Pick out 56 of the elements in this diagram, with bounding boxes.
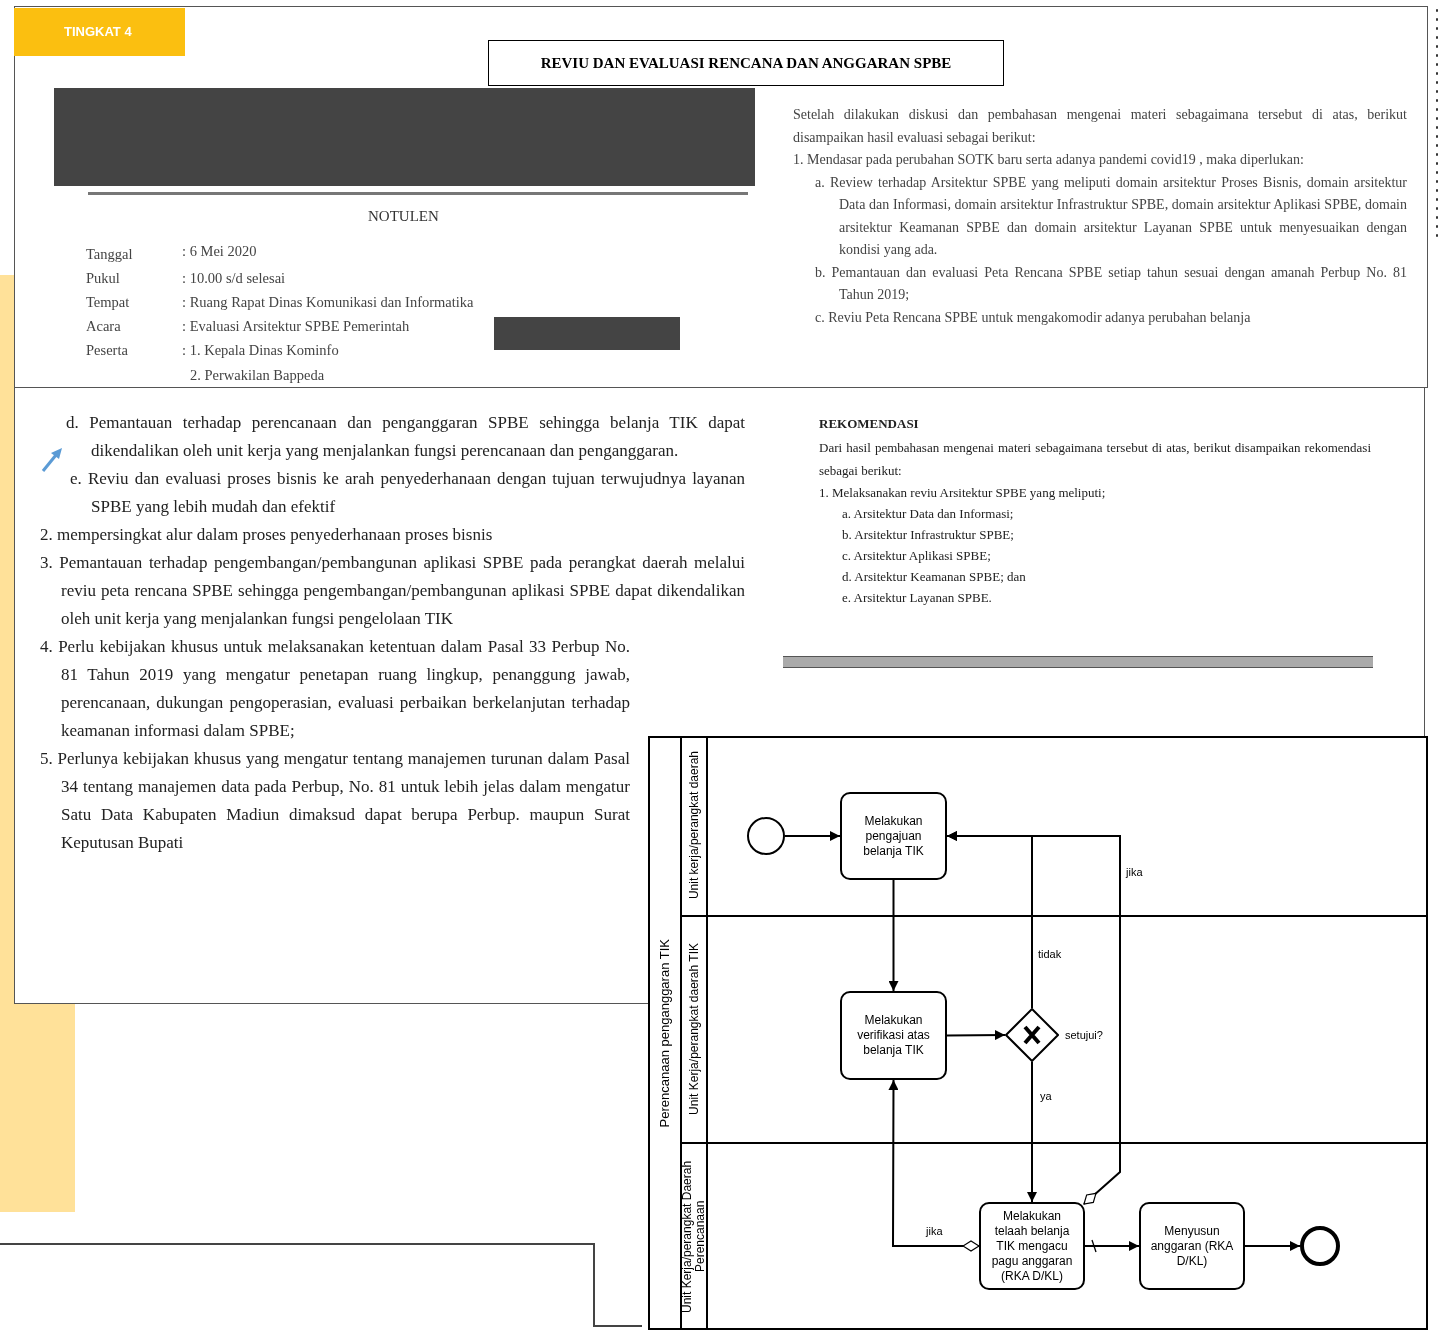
edge-label: tidak: [1037, 948, 1063, 961]
document-text: Tanggal: [86, 245, 133, 264]
document-text: : 6 Mei 2020: [182, 242, 257, 261]
list-item: 4. Perlu kebijakan khusus untuk melaksanakan ketentuan dalam Pasal 33 Perbup No. 81 Tahun 2019 yang mengatur penetapan ruang lingkup, penanggung jawab, perencanaan, dukungan pengoperasian, evaluasi perbaikan berkelanjutan terhadap keamanan informasi dalam SPBE;: [40, 636, 630, 742]
document-text: : 10.00 s/d selesai: [182, 269, 286, 288]
lane-label: Unit kerja/perangkat daerah: [687, 751, 701, 900]
flow-arrow: [888, 879, 899, 992]
pool: [648, 736, 1428, 1330]
flow-arrow: [1084, 1239, 1140, 1253]
list-item: b. Pemantauan dan evaluasi Peta Rencana SPBE setiap tahun sesuai dengan amanah Perbup No. 81 Tahun 2019;: [815, 263, 1407, 304]
flow-arrow: [946, 831, 1121, 1205]
swimlane: [680, 1142, 1428, 1330]
task-box: Melakukan pengajuan belanja TIK: [840, 792, 947, 880]
task-box: Melakukan telaah belanja TIK mengacu pagu anggaran (RKA D/KL): [979, 1202, 1085, 1290]
lane-label: Unit Kerja/perangkat Daerah Perencanaan: [681, 1158, 707, 1315]
document-text: : 1. Kepala Dinas Kominfo: [182, 341, 339, 360]
paragraph: Dari hasil pembahasan mengenai materi sebagaimana tersebut di atas, berikut disampaikan rekomendasi sebagai berikut:: [819, 439, 1371, 480]
edge-label: jika: [925, 1225, 944, 1238]
document-text: Tempat: [86, 293, 130, 312]
list-item: e. Reviu dan evaluasi proses bisnis ke arah penyederhanaan dengan tujuan terwujudnya layanan SPBE yang lebih mudah dan efektif: [70, 468, 745, 518]
section-heading: REKOMENDASI: [819, 415, 920, 433]
condition-label: setujui?: [1065, 1028, 1103, 1043]
list-item: a. Review terhadap Arsitektur SPBE yang meliputi domain arsitektur Proses Bisnis, domain arsitektur Data dan Informasi, domain arsitektur Infrastruktur SPBE, domain arsitektur Aplikasi SPBE, domain arsitektur Keamanan SPBE dan domain arsitektur Layanan SPBE untuk menyesuaikan dengan kondisi yang ada.: [815, 173, 1407, 259]
flow-arrow: [888, 1079, 980, 1252]
document-title: REVIU DAN EVALUASI RENCANA DAN ANGGARAN SPBE: [488, 40, 1004, 86]
document-text: : Evaluasi Arsitektur SPBE Pemerintah: [182, 317, 410, 336]
document-text: : Ruang Rapat Dinas Komunikasi dan Informatika: [182, 293, 474, 312]
task-box: Menyusun anggaran (RKA D/KL): [1139, 1202, 1245, 1290]
list-item: b. Arsitektur Infrastruktur SPBE;: [842, 526, 1015, 544]
document-heading: NOTULEN: [368, 207, 439, 226]
lane-label: Unit Kerja/perangkat daerah TIK: [687, 942, 701, 1115]
flow-arrow: [784, 831, 841, 841]
document-text: Peserta: [86, 341, 128, 360]
paragraph: Setelah dilakukan diskusi dan pembahasan mengenai materi sebagaimana tersebut di atas, berikut disampaikan hasil evaluasi sebagai berikut:: [793, 106, 1407, 147]
list-item: d. Arsitektur Keamanan SPBE; dan: [842, 568, 1027, 586]
flow-arrow: [1244, 1241, 1301, 1251]
list-item: 5. Perlunya kebijakan khusus yang mengatur tentang manajemen turunan dalam Pasal 34 tentang manajemen data pada Perbup, No. 81 untuk lebih jelas dalam mengatur Satu Data Kabupaten Madiun dimaksud dapat berupa Perbup. maupun Surat Keputusan Bupati: [40, 748, 630, 854]
swimlane: [680, 915, 1428, 1142]
list-item: a. Arsitektur Data dan Informasi;: [842, 505, 1015, 523]
document-text: Pukul: [86, 269, 120, 288]
document-text: Acara: [86, 317, 121, 336]
list-item: 2. mempersingkat alur dalam proses penyederhanaan proses bisnis: [40, 524, 494, 546]
task-box: Melakukan verifikasi atas belanja TIK: [840, 991, 947, 1080]
list-item: c. Reviu Peta Rencana SPBE untuk mengakomodir adanya perubahan belanja: [815, 308, 1252, 327]
list-item: e. Arsitektur Layanan SPBE.: [842, 589, 993, 607]
level-tag: TINGKAT 4: [14, 8, 185, 56]
pool-label: Perencanaan penganggaran TIK: [656, 938, 672, 1128]
flow-arrow: [1027, 1061, 1037, 1203]
list-item: 1. Melaksanakan reviu Arsitektur SPBE yang meliputi;: [819, 484, 1107, 502]
list-item: 1. Mendasar pada perubahan SOTK baru serta adanya pandemi covid19 , maka diperlukan:: [793, 151, 1305, 169]
list-item: 3. Pemantauan terhadap pengembangan/pembangunan aplikasi SPBE pada perangkat daerah melalui reviu peta rencana SPBE sehingga pengembangan/pembangunan aplikasi SPBE dapat dikendalikan oleh unit kerja yang menjalankan fungsi pengelolaan TIK: [40, 552, 745, 630]
list-item: d. Pemantauan terhadap perencanaan dan penganggaran SPBE sehingga belanja TIK dapat dikendalikan oleh unit kerja yang menjalankan fungsi perencanaan dan penganggaran.: [66, 412, 745, 462]
document-text: 2. Perwakilan Bappeda: [190, 366, 325, 385]
edge-label: jika: [1125, 866, 1144, 879]
flow-arrow: [946, 1030, 1006, 1041]
list-item: c. Arsitektur Aplikasi SPBE;: [842, 547, 992, 565]
